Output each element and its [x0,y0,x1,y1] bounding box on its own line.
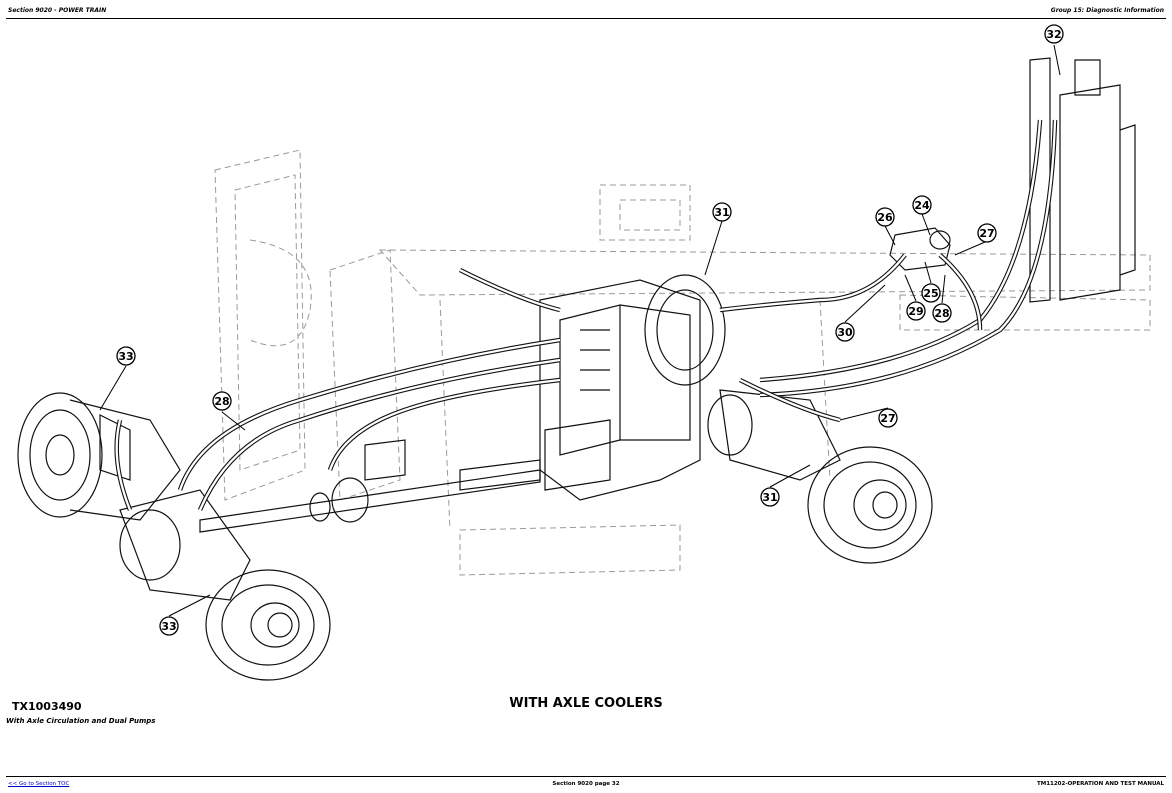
callout-26: 26 [875,207,895,227]
axle-cooler [1029,57,1136,303]
figure-subcaption: With Axle Circulation and Dual Pumps [6,717,156,725]
svg-text:28: 28 [214,395,229,408]
callout-32: 32 [1044,24,1064,44]
section-title: Section 9020 - POWER TRAIN [8,7,107,14]
axle-right [707,389,933,564]
svg-text:31: 31 [714,206,729,219]
svg-text:26: 26 [877,211,893,224]
section-toc-link[interactable]: << Go to Section TOC [8,781,70,787]
svg-text:33: 33 [161,620,176,633]
svg-text:30: 30 [837,326,853,339]
svg-text:28: 28 [934,307,949,320]
callout-27-top: 27 [977,223,997,243]
callout-24: 24 [912,195,932,215]
callout-28-left: 28 [212,391,232,411]
group-title: Group 15: Diagnostic Information [1050,7,1164,14]
svg-text:27: 27 [979,227,994,240]
callout-33-bottom: 33 [159,616,179,636]
svg-text:29: 29 [908,305,923,318]
svg-text:33: 33 [118,350,133,363]
callout-30: 30 [835,322,855,342]
callout-27-bottom: 27 [878,408,898,428]
page-number: Section 9020 page 32 [552,781,620,787]
callout-25: 25 [921,283,941,303]
page-footer: << Go to Section TOC Section 9020 page 3… [6,776,1166,793]
axle-lower-left [119,489,331,681]
callout-29: 29 [906,301,926,321]
manual-title: TM11202-OPERATION AND TEST MANUAL [1036,781,1164,787]
figure-caption: WITH AXLE COOLERS [509,696,663,711]
leader-lines [99,44,1061,617]
callout-33-top: 33 [116,346,136,366]
powertrain-illustration: 32 31 26 24 27 25 29 28 30 33 28 27 31 3… [17,24,1151,681]
svg-text:27: 27 [880,412,895,425]
valve-block [889,227,951,271]
hoses [114,119,1058,511]
ghost-frame [214,149,1151,576]
callout-31-bottom: 31 [760,487,780,507]
driveshaft [199,439,541,533]
transmission [539,274,726,501]
svg-text:31: 31 [762,491,777,504]
callout-28-right: 28 [932,303,952,323]
figure-id: TX1003490 [12,700,82,713]
page-header: Section 9020 - POWER TRAIN Group 15: Dia… [6,0,1166,19]
svg-text:25: 25 [923,287,938,300]
svg-text:32: 32 [1046,28,1061,41]
callout-31-top: 31 [712,202,732,222]
svg-text:24: 24 [914,199,930,212]
